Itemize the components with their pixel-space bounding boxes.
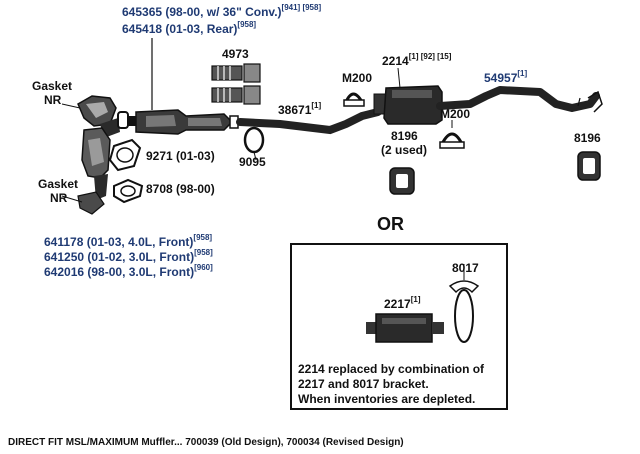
label-645365: 645365 (98-00, w/ 36" Conv.)[941] [958] [122,3,322,19]
gasket-9271 [108,138,142,172]
label-m200-right: M200 [440,107,471,121]
label-641178: 641178 (01-03, 4.0L, Front)[958] [44,233,213,249]
label-38671: 38671[1] [278,101,322,117]
label-gasket-bottom-nr: NR [50,191,68,205]
label-641250: 641250 (01-02, 3.0L, Front)[958] [44,248,213,264]
muffler-2214 [373,67,443,125]
label-645418: 645418 (01-03, Rear)[958] [122,20,257,36]
label-8196-center-qty: (2 used) [381,143,428,157]
label-2217: 2217[1] [384,295,421,311]
label-2214: 2214[1] [92] [15] [382,52,452,68]
label-9095: 9095 [239,155,266,169]
tailpipe-54957 [436,86,600,112]
bracket-8017 [448,264,480,343]
gasket-9095 [243,126,265,161]
caption: DIRECT FIT MSL/MAXIMUM Muffler... 700039… [8,437,404,448]
label-54957: 54957[1] [484,69,528,85]
hanger-m200-left [343,92,365,107]
clamp-4973 [211,63,261,105]
label-8017: 8017 [452,261,479,275]
or-label: OR [377,214,404,234]
replacement-note-line-2: 2217 and 8017 bracket. [298,377,429,391]
hanger-8196-center [389,167,415,195]
muffler-2217 [366,313,444,343]
label-gasket-top-nr: NR [44,93,62,107]
alternative-design-box [290,243,508,410]
catalytic-converter [128,109,239,135]
label-642016: 642016 (98-00, 3.0L, Front)[960] [44,263,213,279]
label-m200-left: M200 [342,71,373,85]
front-converter-lower [77,127,111,215]
replacement-note-line-1: 2214 replaced by combination of [298,362,485,376]
label-4973: 4973 [222,47,249,61]
label-8708: 8708 (98-00) [146,182,215,196]
label-8196-center: 8196 [391,129,418,143]
label-9271: 9271 (01-03) [146,149,215,163]
pipe-38671 [236,108,382,135]
label-gasket-bottom: Gasket [38,177,79,191]
flange-ring [117,111,129,129]
label-gasket-top: Gasket [32,79,73,93]
replacement-note-line-3: When inventories are depleted. [298,392,476,406]
hanger-m200-right [439,120,465,149]
gasket-8708 [113,178,144,204]
hanger-8196-right [577,151,601,181]
label-8196-right: 8196 [574,131,601,145]
